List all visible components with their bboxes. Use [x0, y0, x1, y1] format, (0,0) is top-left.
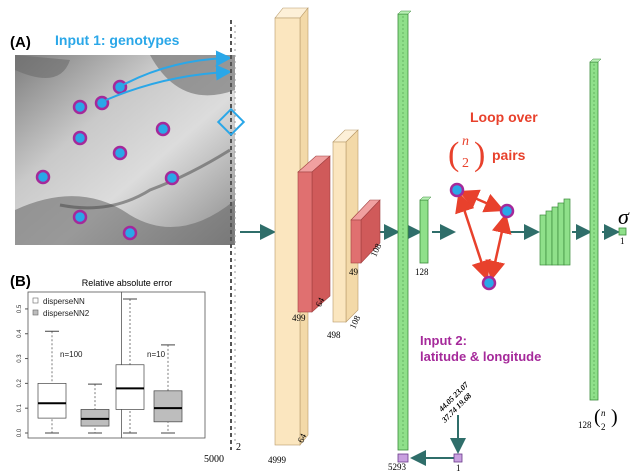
- input-rows-label: 5000: [204, 454, 224, 465]
- legend-label: disperseNN2: [43, 309, 90, 318]
- pool2-block: [350, 199, 381, 264]
- y-tick-label: 0.4: [17, 329, 23, 338]
- conv2-length: 498: [327, 330, 341, 340]
- svg-text:n: n: [462, 134, 469, 149]
- boxplot-chart: 0.0 0.1 0.2 0.3 0.4 0.5 n=100 n=10 disperseNN dis…: [17, 291, 206, 439]
- pair-triangle: [455, 189, 512, 281]
- box-disperseNN2: [153, 390, 183, 423]
- flatten-concat-layer: [397, 10, 412, 451]
- dense1-length: 128: [415, 267, 429, 277]
- boxplot-title: Relative absolute error: [82, 278, 173, 288]
- legend-label: disperseNN: [43, 297, 85, 306]
- y-tick-label: 0.1: [17, 403, 23, 412]
- svg-text:): ): [474, 136, 485, 173]
- pair-dense-layer: [539, 214, 547, 266]
- pair-node: [499, 203, 515, 219]
- output-node: [618, 227, 627, 236]
- input2-label-line1: Input 2:: [420, 333, 467, 348]
- pair-dense-layer: [563, 198, 571, 266]
- sample-point: [72, 99, 88, 115]
- input1-label: Input 1: genotypes: [55, 32, 180, 48]
- pairwise-dense-stack: [539, 198, 571, 266]
- sample-point: [35, 169, 51, 185]
- panel-b-label: (B): [10, 273, 31, 290]
- svg-text:2: 2: [462, 156, 469, 171]
- sample-point: [164, 170, 180, 186]
- concat-length: 128: [578, 420, 592, 430]
- sample-highlight-diamond: [216, 107, 246, 137]
- concat-pairs-layer: [589, 58, 602, 401]
- sigma-output-label: σ: [618, 204, 630, 229]
- input-cols-label: 2: [236, 442, 241, 453]
- pair-dense-layer: [551, 206, 559, 266]
- pair-dense-layer: [545, 210, 553, 266]
- flatten-length: 5293: [388, 462, 407, 472]
- legend-swatch: [32, 297, 39, 304]
- flow-arrows: [240, 224, 620, 466]
- pair-node: [481, 275, 497, 291]
- y-tick-label: 0.0: [17, 428, 23, 437]
- group-label: n=10: [147, 350, 166, 359]
- box-disperseNN: [37, 383, 67, 419]
- concat-binom-n: n: [601, 408, 606, 418]
- pairs-label: pairs: [492, 147, 526, 163]
- pool1-block: [297, 155, 331, 313]
- pool1-length: 499: [292, 313, 306, 323]
- genotype-arrows: [105, 50, 232, 101]
- svg-text:): ): [611, 406, 618, 428]
- flatten-bottom-node: [397, 453, 409, 463]
- binomial-n-choose-2: ( ) n 2: [448, 134, 485, 173]
- pair-nodes: [449, 182, 515, 291]
- pair-node: [449, 182, 465, 198]
- sample-point: [94, 95, 110, 111]
- conv1-length: 4999: [268, 455, 287, 465]
- sample-point: [112, 79, 128, 95]
- group-label: n=100: [60, 350, 83, 359]
- y-tick-label: 0.2: [17, 379, 23, 388]
- sample-point: [72, 130, 88, 146]
- sample-point: [112, 145, 128, 161]
- panel-a-label: (A): [10, 34, 31, 51]
- pair-dense-layer: [557, 202, 565, 266]
- location-input-node: [453, 453, 463, 463]
- pool2-length: 49: [349, 267, 359, 277]
- sample-point: [155, 121, 171, 137]
- sample-point: [122, 225, 138, 241]
- concat-binom-k: 2: [601, 422, 606, 432]
- dense1-layer: [419, 196, 432, 264]
- output-dim: 1: [620, 236, 625, 246]
- location-input-dim: 1: [456, 463, 461, 473]
- conv1-block: [274, 7, 309, 446]
- y-tick-label: 0.3: [17, 354, 23, 363]
- box-disperseNN2: [80, 409, 110, 427]
- plot-frame: [27, 291, 206, 439]
- svg-text:(: (: [448, 136, 459, 173]
- svg-text:(: (: [594, 406, 601, 428]
- box-disperseNN: [115, 364, 145, 410]
- legend-swatch: [32, 309, 39, 316]
- sample-point: [72, 209, 88, 225]
- loop-label: Loop over: [470, 109, 538, 125]
- input2-label-line2: latitude & longitude: [420, 349, 541, 364]
- y-tick-label: 0.5: [17, 304, 23, 313]
